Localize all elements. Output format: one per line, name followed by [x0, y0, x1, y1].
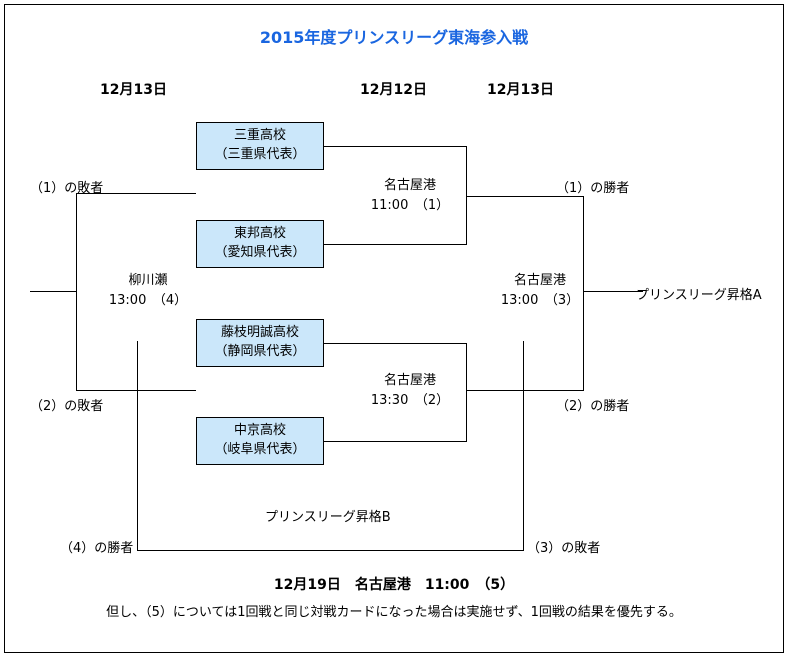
connector-match2-join	[466, 343, 467, 442]
team-name: 三重高校	[233, 128, 286, 144]
label-winner-of-4: （4）の勝者	[60, 541, 134, 556]
team-box-mie: 三重高校 （三重県代表）	[196, 122, 324, 170]
label-winner-of-1: （1）の勝者	[556, 181, 630, 196]
page-border	[4, 4, 784, 653]
team-prefecture: （三重県代表）	[214, 147, 306, 162]
connector-loser1-in	[76, 193, 196, 194]
connector-match4-winner-down	[137, 341, 138, 550]
match-label-2: 名古屋港 13:30 （2）	[350, 371, 470, 410]
connector-match4-output	[30, 291, 77, 292]
label-loser-of-2: （2）の敗者	[30, 399, 104, 414]
label-loser-of-3: （3）の敗者	[527, 541, 601, 556]
connector-chukyo-to-match2	[324, 441, 466, 442]
team-prefecture: （愛知県代表）	[214, 245, 306, 260]
connector-match3-output	[583, 291, 643, 292]
connector-fujieda-to-match2	[324, 343, 466, 344]
team-box-fujieda-meisei: 藤枝明誠高校 （静岡県代表）	[196, 319, 324, 367]
match-label-3: 名古屋港 13:00 （3）	[480, 271, 600, 310]
connector-match4-join	[76, 193, 77, 391]
match-time: 13:00 （4）	[108, 292, 188, 308]
match-venue: 名古屋港	[383, 178, 436, 193]
date-header-right: 12月13日	[487, 82, 554, 98]
date-header-left: 12月13日	[100, 82, 167, 98]
connector-match3-loser-down	[523, 341, 524, 550]
connector-loser2-in	[76, 390, 196, 391]
label-loser-of-1: （1）の敗者	[30, 181, 104, 196]
connector-match2-output	[466, 390, 583, 391]
team-name: 藤枝明誠高校	[220, 325, 299, 341]
team-name: 東邦高校	[233, 226, 286, 242]
match-time: 13:30 （2）	[370, 392, 450, 408]
date-header-middle: 12月12日	[360, 82, 427, 98]
team-prefecture: （静岡県代表）	[214, 344, 306, 359]
connector-mie-to-match1	[324, 146, 466, 147]
team-box-toho: 東邦高校 （愛知県代表）	[196, 220, 324, 268]
label-promotion-b: プリンスリーグ昇格B	[265, 510, 391, 525]
team-prefecture: （岐阜県代表）	[214, 442, 306, 457]
match-venue: 名古屋港	[513, 273, 566, 288]
match-time: 13:00 （3）	[500, 292, 580, 308]
match-venue: 名古屋港	[383, 373, 436, 388]
final-match-info: 12月19日 名古屋港 11:00 （5）	[273, 577, 515, 593]
connector-match1-join	[466, 146, 467, 245]
team-box-chukyo: 中京高校 （岐阜県代表）	[196, 417, 324, 465]
page-title: 2015年度プリンスリーグ東海参入戦	[259, 28, 529, 47]
match-venue: 柳川瀬	[128, 273, 168, 288]
connector-final-match-bar	[137, 550, 524, 551]
match-label-1: 名古屋港 11:00 （1）	[350, 176, 470, 215]
match-label-4: 柳川瀬 13:00 （4）	[88, 271, 208, 310]
match-time: 11:00 （1）	[370, 197, 450, 213]
footer-note: 但し、（5）については1回戦と同じ対戦カードになった場合は実施せず、1回戦の結果…	[106, 605, 682, 620]
connector-match1-output	[466, 196, 583, 197]
connector-toho-to-match1	[324, 244, 466, 245]
label-promotion-a: プリンスリーグ昇格A	[636, 288, 762, 303]
team-name: 中京高校	[233, 423, 286, 439]
connector-match3-join	[583, 196, 584, 391]
label-winner-of-2: （2）の勝者	[556, 399, 630, 414]
